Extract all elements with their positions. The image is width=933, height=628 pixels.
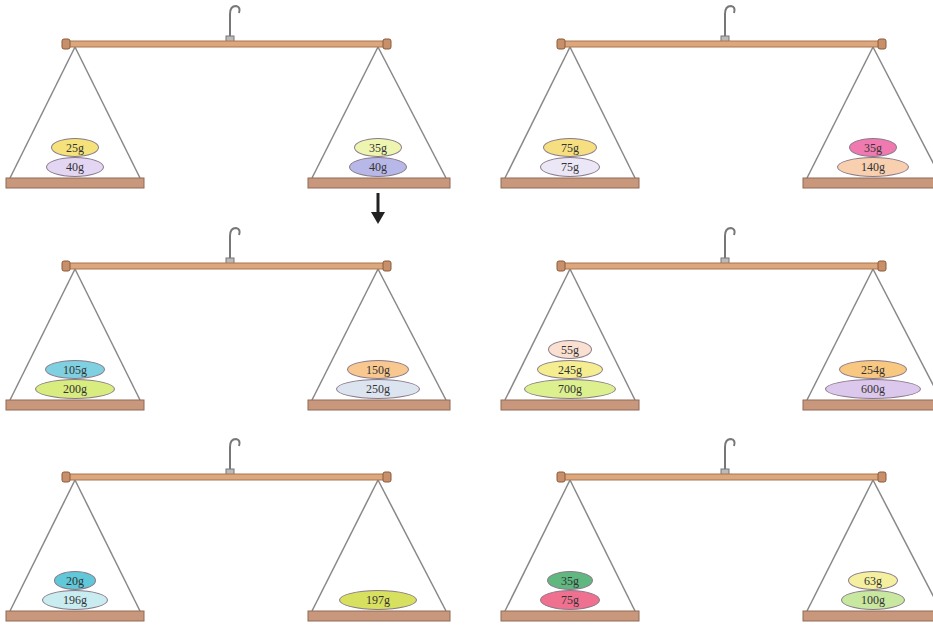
weight-label: 197g — [366, 593, 390, 607]
weight-label: 200g — [63, 382, 87, 396]
weight: 245g — [537, 360, 603, 379]
weight-label: 75g — [561, 141, 579, 155]
weight-label: 140g — [861, 160, 885, 174]
weight-label: 100g — [861, 593, 885, 607]
weight-label: 35g — [369, 141, 387, 155]
weight: 75g — [540, 157, 600, 177]
weight: 700g — [524, 379, 616, 399]
weight-label: 196g — [63, 593, 87, 607]
weight-label: 700g — [558, 382, 582, 396]
weight: 150g — [347, 360, 409, 379]
weight: 200g — [35, 379, 115, 399]
weight: 20g — [54, 571, 96, 590]
weight: 250g — [336, 379, 420, 399]
weight-label: 75g — [561, 160, 579, 174]
weight-label: 75g — [561, 593, 579, 607]
weight: 254g — [839, 360, 907, 379]
weight: 35g — [547, 571, 593, 590]
weight: 25g — [51, 138, 99, 157]
weight-label: 600g — [861, 382, 885, 396]
weight-label: 40g — [369, 160, 387, 174]
weight: 40g — [349, 157, 407, 177]
weight-label: 35g — [864, 141, 882, 155]
weight: 600g — [825, 379, 921, 399]
weight: 75g — [543, 138, 597, 157]
weight-label: 150g — [366, 363, 390, 377]
weight: 35g — [354, 138, 402, 157]
weight: 35g — [849, 138, 897, 157]
weight-label: 55g — [561, 343, 579, 357]
weight: 75g — [540, 590, 600, 610]
weight: 105g — [45, 360, 105, 379]
weight-label: 40g — [66, 160, 84, 174]
weight-label: 105g — [63, 363, 87, 377]
weight: 63g — [848, 571, 898, 590]
weight-label: 250g — [366, 382, 390, 396]
weight: 196g — [42, 590, 108, 610]
weight: 140g — [837, 157, 909, 177]
weight: 100g — [841, 590, 905, 610]
weight-label: 35g — [561, 574, 579, 588]
weight-label: 254g — [861, 363, 885, 377]
weight: 55g — [548, 340, 592, 359]
weight-label: 245g — [558, 363, 582, 377]
weight-label: 25g — [66, 141, 84, 155]
weight-label: 20g — [66, 574, 84, 588]
weight: 40g — [46, 157, 104, 177]
weight: 197g — [339, 590, 417, 610]
weight-label: 63g — [864, 574, 882, 588]
